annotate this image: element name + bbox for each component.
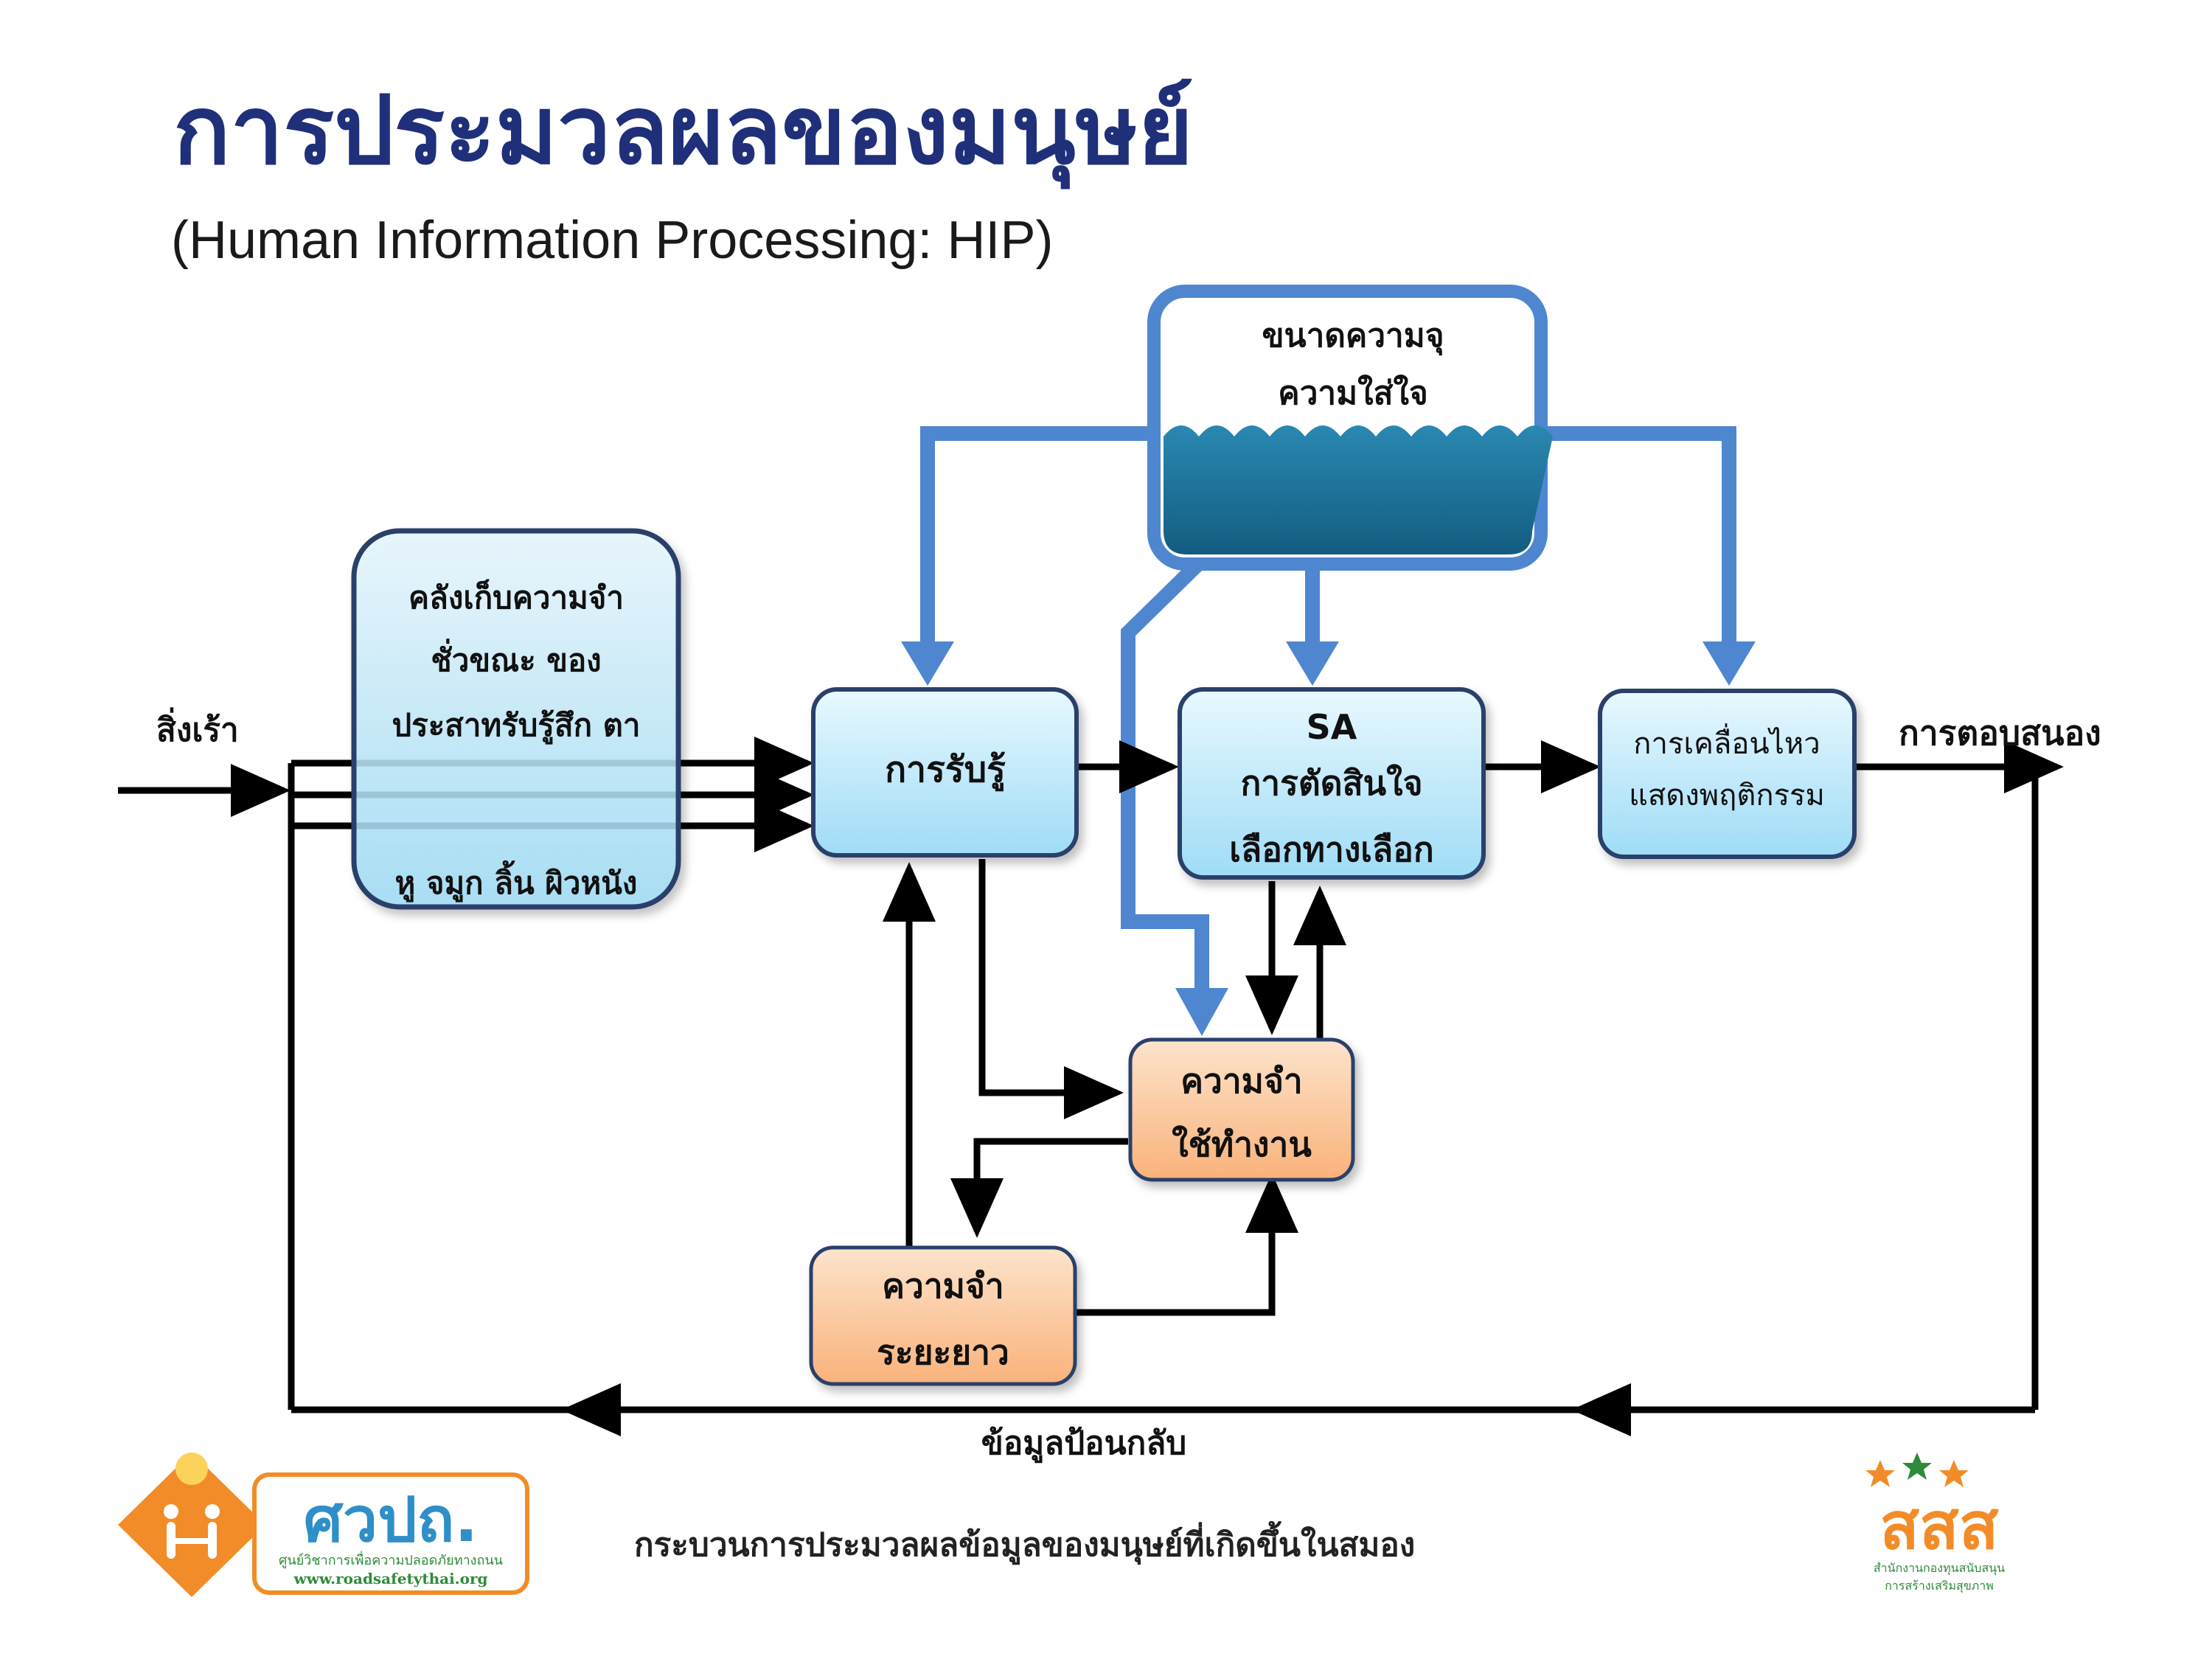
logo-left-name: ศวปถ. [304, 1484, 479, 1556]
sensory-memory-line1: คลังเก็บความจำ [408, 579, 624, 616]
attention-water [1164, 425, 1553, 554]
response-label: การตอบสนอง [1899, 713, 2101, 753]
long-term-memory-line2: ระยะยาว [877, 1332, 1009, 1372]
attention-to-action-arrowhead [1703, 641, 1756, 686]
logo-right-line1: สำนักงานกองทุนสนับสนุน [1874, 1561, 2005, 1576]
action-line1: การเคลื่อนไหว [1633, 723, 1820, 761]
action-box: การเคลื่อนไหว แสดงพฤติกรรม [1598, 689, 1857, 859]
attention-capacity-box: ขนาดความจุ ความใส่ใจ [1147, 285, 1553, 571]
logo-left-tagline: ศูนย์วิชาการเพื่อความปลอดภัยทางถนน [279, 1551, 503, 1568]
roadsafety-logo: ศวปถ. ศูนย์วิชาการเพื่อความปลอดภัยทางถนน… [118, 1453, 529, 1597]
logo-right-name: สสส [1879, 1488, 1998, 1564]
sensory-memory-line3: ประสาทรับรู้สึก ตา [392, 707, 640, 745]
decision-line1: SA [1307, 707, 1357, 747]
decision-box: SA การตัดสินใจ เลือกทางเลือก [1178, 687, 1486, 880]
perception-box: การรับรู้ [811, 687, 1079, 858]
logo-right-line2: การสร้างเสริมสุขภาพ [1885, 1579, 1994, 1593]
attention-to-working-memory-arrow [1121, 554, 1209, 995]
thaihealth-logo: สสส สำนักงานกองทุนสนับสนุน การสร้างเสริม… [1865, 1453, 2005, 1593]
attention-arrows [901, 426, 1756, 1036]
attention-to-perception-arrowhead [901, 641, 954, 686]
page-subtitle: (Human Information Processing: HIP) [171, 211, 1054, 270]
attention-line1: ขนาดความจุ [1262, 317, 1444, 356]
attention-to-perception-arrow [920, 426, 1158, 647]
long-term-memory-box: ความจำ ระยะยาว [809, 1245, 1077, 1386]
feedback-label: ข้อมูลป้อนกลับ [981, 1425, 1186, 1463]
sensory-memory-line4: หู จมูก ลิ้น ผิวหนัง [395, 860, 638, 902]
working-memory-line1: ความจำ [1180, 1061, 1303, 1101]
decision-line2: การตัดสินใจ [1240, 763, 1422, 803]
working-memory-box: ความจำ ใช้ทำงาน [1128, 1037, 1355, 1182]
working-memory-line2: ใช้ทำงาน [1172, 1124, 1312, 1164]
stimulus-label: สิ่งเร้า [156, 707, 239, 749]
logo-diamond [118, 1453, 265, 1597]
logo-sun-icon [175, 1453, 208, 1485]
attention-to-working-memory-arrowhead [1175, 988, 1228, 1036]
perception-label: การรับรู้ [885, 749, 1006, 792]
sensory-memory-line2: ชั่วขณะ ของ [431, 639, 601, 678]
logo-people-icon [164, 1504, 220, 1559]
sensory-memory-box: คลังเก็บความจำ ชั่วขณะ ของ ประสาทรับรู้ส… [351, 528, 681, 910]
decision-line3: เลือกทางเลือก [1229, 830, 1433, 869]
long-term-memory-line1: ความจำ [882, 1266, 1004, 1306]
logo-left-url: www.roadsafetythai.org [293, 1570, 488, 1587]
attention-to-decision-arrowhead [1286, 641, 1339, 686]
attention-line2: ความใส่ใจ [1278, 374, 1427, 412]
page-title: การประมวลผลของมนุษย์ [173, 76, 1194, 186]
logo-stars-icon [1865, 1453, 1969, 1487]
action-line2: แสดงพฤติกรรม [1629, 779, 1825, 813]
diagram-caption: กระบวนการประมวลผลข้อมูลของมนุษย์ที่เกิดข… [634, 1526, 1416, 1564]
attention-to-action-arrow [1545, 426, 1736, 647]
